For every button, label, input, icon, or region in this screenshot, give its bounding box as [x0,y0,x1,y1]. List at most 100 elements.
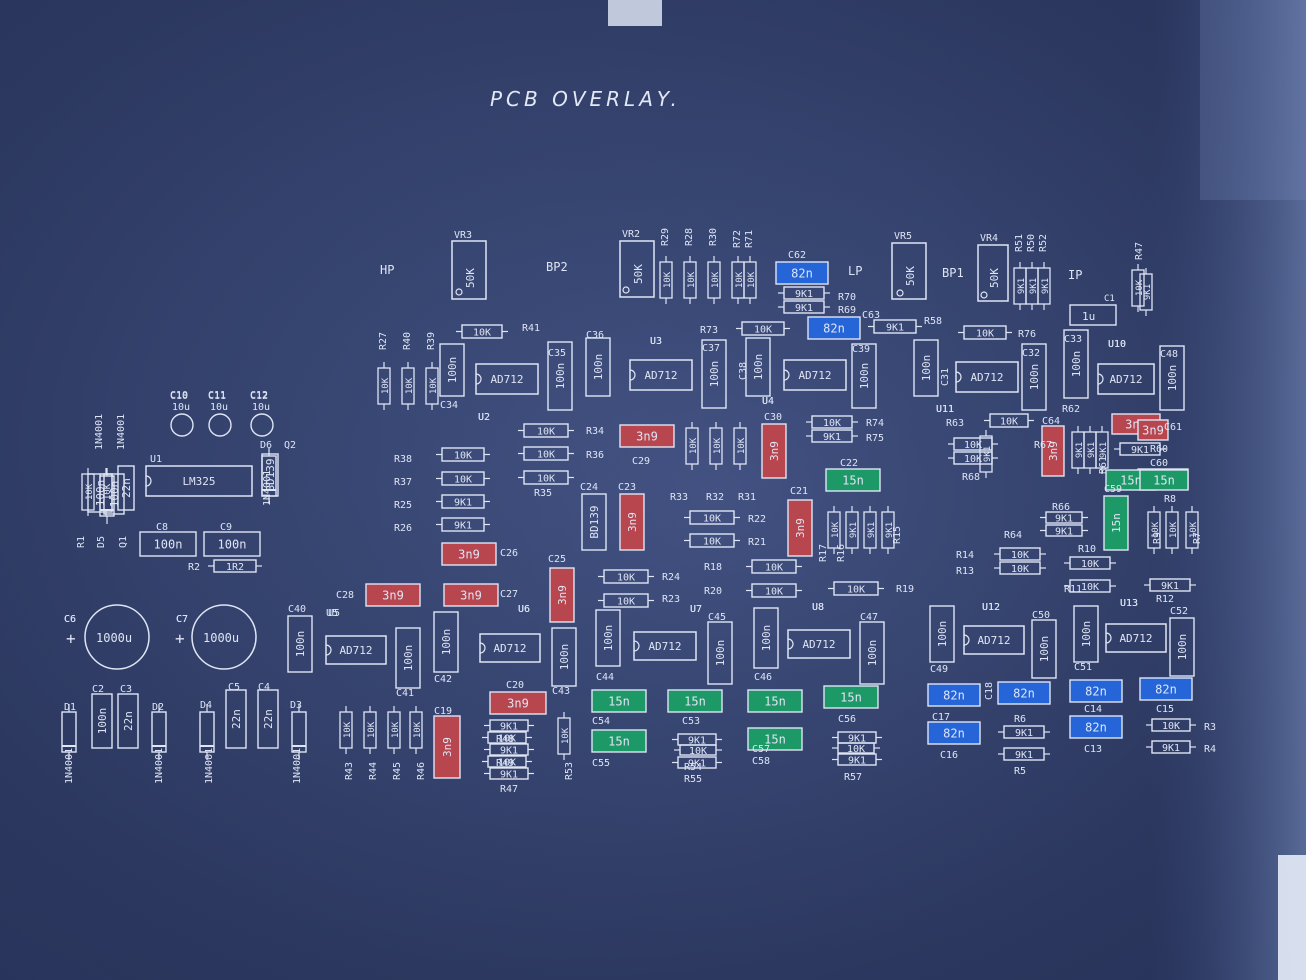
ref-designator: U13 [1120,598,1138,609]
ref-designator: 1N4001 [262,470,273,506]
component-value: 82n [791,267,813,281]
capacitor-horizontal: 15n [1139,469,1189,491]
component-value: 10K [343,721,353,738]
ref-designator: C63 [862,310,880,321]
component-value: 10K [454,474,472,485]
ref-designator: R47 [500,784,518,795]
resistor-horizontal: 9K1 [1114,442,1166,456]
resistor-horizontal: 10K [598,569,654,584]
resistor-horizontal: 10K [1146,718,1196,732]
chip-ref: U10 [1108,339,1126,350]
diode [199,704,215,760]
component-value: 100n [760,625,773,652]
ref-designator: C58 [752,756,770,767]
section-label: IP [1068,268,1082,282]
chip-ref: U4 [762,396,774,407]
resistor-horizontal: 10K [598,593,654,608]
ref-designator: C35 [548,348,566,359]
ref-designator: R16 [836,544,847,562]
component-value: 9K1 [454,497,472,508]
ref-designator: C43 [552,686,570,697]
resistor-horizontal: 10K [482,755,532,768]
resistor-horizontal: 9K1 [998,747,1050,761]
capacitor-ref: C6 [64,614,76,625]
resistor-vertical: 10K [1185,506,1199,554]
component-value: 9K1 [1162,743,1180,754]
ref-designator: C9 [220,522,232,533]
component-value: 1R2 [226,562,244,573]
chip-ref: U11 [936,404,954,415]
ref-designator: C12 [250,390,268,401]
resistor-horizontal: 10K [436,447,490,462]
resistor-horizontal: 9K1 [868,319,922,334]
ref-designator: C23 [618,482,636,493]
ref-designator: R7 [1192,532,1203,544]
ref-designator: C55 [592,758,610,769]
chip-ref: U12 [982,602,1000,613]
ref-designator: R44 [368,762,379,780]
capacitor-vertical: 100n [547,341,573,411]
ref-designator: R24 [662,572,680,583]
component-value: 15n [1110,513,1123,533]
resistor-horizontal: 10K [684,510,740,525]
diode [61,704,77,760]
capacitor-vertical: 100n [929,605,955,663]
component-value: 10K [367,721,377,738]
ref-designator: R73 [700,325,718,336]
ref-designator: R66 [1052,502,1070,513]
ref-designator: C64 [1042,416,1060,427]
ref-designator: R2 [188,562,200,573]
capacitor-vertical: 3n9 [787,499,813,557]
ref-designator: C40 [288,604,306,615]
ref-designator: R14 [956,550,974,561]
ref-designator: R48 [496,734,514,745]
chip-label: AD712 [1109,373,1142,386]
ref-designator: R46 [416,762,427,780]
ref-designator: C11 [208,390,226,401]
ref-designator: U6 [518,604,530,615]
component-value: 10K [689,437,699,454]
capacitor-vertical: 22n [225,689,247,749]
ref-designator: R32 [706,492,724,503]
resistor-vertical: 9K1 [845,506,859,554]
component-value: 100n [1176,634,1189,661]
component-value: 9K1 [1041,278,1051,294]
component-value: 10K [735,271,745,288]
component-value: 10K [454,450,472,461]
right-sheet [1200,0,1306,200]
component-value: 10K [847,584,865,595]
capacitor-horizontal: 15n [747,689,803,713]
component-value: 9K1 [823,432,841,443]
ref-designator: D6 [260,440,272,451]
component-value: 9K1 [886,322,904,333]
component-value: 15n [764,733,786,747]
component-value: 10K [703,536,721,547]
ref-designator: Q1 [118,536,129,548]
ref-designator: C49 [930,664,948,675]
capacitor-vertical: 100n [1159,345,1185,411]
resistor-vertical: 10K [377,362,391,410]
resistor-horizontal: 9K1 [778,286,830,300]
component-value: 100n [294,631,307,658]
trimmer-value: 50K [464,268,477,288]
component-value: 10K [498,757,516,768]
trimmer-vr3: VR3 50K [451,230,487,300]
component-value: 9K1 [500,721,518,732]
ref-designator: R76 [1018,329,1036,340]
ref-designator: C48 [1160,349,1178,360]
component-value: 10K [1011,564,1029,575]
ref-designator: R10 [1078,544,1096,555]
ref-designator: C47 [860,612,878,623]
component-value: 82n [943,727,965,741]
capacitor-value: 10u [252,402,270,413]
capacitor-vertical: 100n [753,607,779,669]
chip-label: AD712 [802,638,835,651]
capacitor-horizontal: 3n9 [489,691,547,715]
component-value: 15n [1120,474,1142,488]
component-value: 10K [103,483,113,500]
resistor-vertical: 9K1 [1095,426,1109,474]
component-value: 15n [684,695,706,709]
ref-designator: R41 [522,323,540,334]
ref-designator: 1N4001 [204,748,215,784]
component-value: 9K1 [500,745,518,756]
